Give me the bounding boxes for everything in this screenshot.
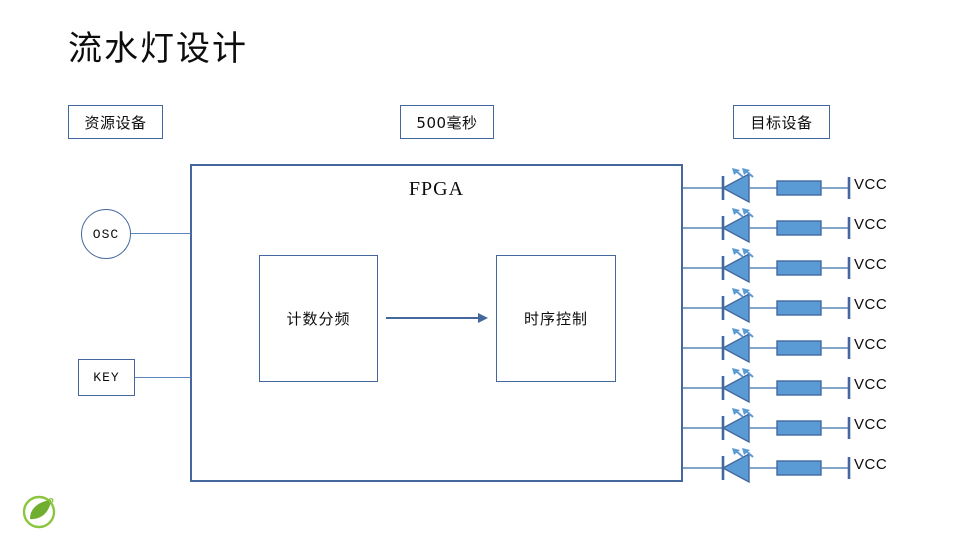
source-device-label-box: 资源设备: [68, 105, 163, 139]
block-counter-divider: 计数分频: [259, 255, 378, 382]
block-counter-divider-label: 计数分频: [286, 310, 351, 328]
led-circuit-icon: [683, 168, 851, 204]
wire-osc-to-fpga: [131, 233, 191, 234]
led-output-row: VCC: [683, 248, 898, 288]
led-output-row: VCC: [683, 368, 898, 408]
vcc-label: VCC: [854, 176, 888, 193]
wire-key-to-fpga: [135, 377, 191, 378]
period-label: 500毫秒: [416, 113, 478, 132]
led-circuit-icon: [683, 328, 851, 364]
led-circuit-icon: [683, 288, 851, 324]
block-sequence-control-label: 时序控制: [523, 310, 588, 328]
page-title: 流水灯设计: [68, 29, 248, 69]
vcc-label: VCC: [854, 336, 888, 353]
key-source: KEY: [78, 359, 135, 396]
led-output-row: VCC: [683, 448, 898, 488]
key-label: KEY: [93, 370, 120, 385]
led-circuit-icon: [683, 248, 851, 284]
osc-label: OSC: [92, 226, 120, 242]
led-output-row: VCC: [683, 408, 898, 448]
fpga-title: FPGA: [408, 178, 465, 200]
led-circuit-icon: [683, 208, 851, 244]
led-circuit-icon: [683, 368, 851, 404]
led-output-row: VCC: [683, 288, 898, 328]
led-output-row: VCC: [683, 328, 898, 368]
led-circuit-icon: [683, 408, 851, 444]
vcc-label: VCC: [854, 416, 888, 433]
target-device-label-box: 目标设备: [733, 105, 830, 139]
block-sequence-control: 时序控制: [496, 255, 616, 382]
led-output-row: VCC: [683, 168, 898, 208]
vcc-label: VCC: [854, 216, 888, 233]
leaf-logo-icon: [22, 495, 56, 529]
vcc-label: VCC: [854, 376, 888, 393]
led-output-row: VCC: [683, 208, 898, 248]
source-device-label: 资源设备: [84, 113, 147, 132]
osc-source: OSC: [81, 209, 131, 259]
vcc-label: VCC: [854, 256, 888, 273]
vcc-label: VCC: [854, 296, 888, 313]
target-device-label: 目标设备: [750, 113, 813, 132]
period-label-box: 500毫秒: [400, 105, 494, 139]
led-circuit-icon: [683, 448, 851, 484]
vcc-label: VCC: [854, 456, 888, 473]
flow-arrow-icon: [386, 313, 488, 323]
